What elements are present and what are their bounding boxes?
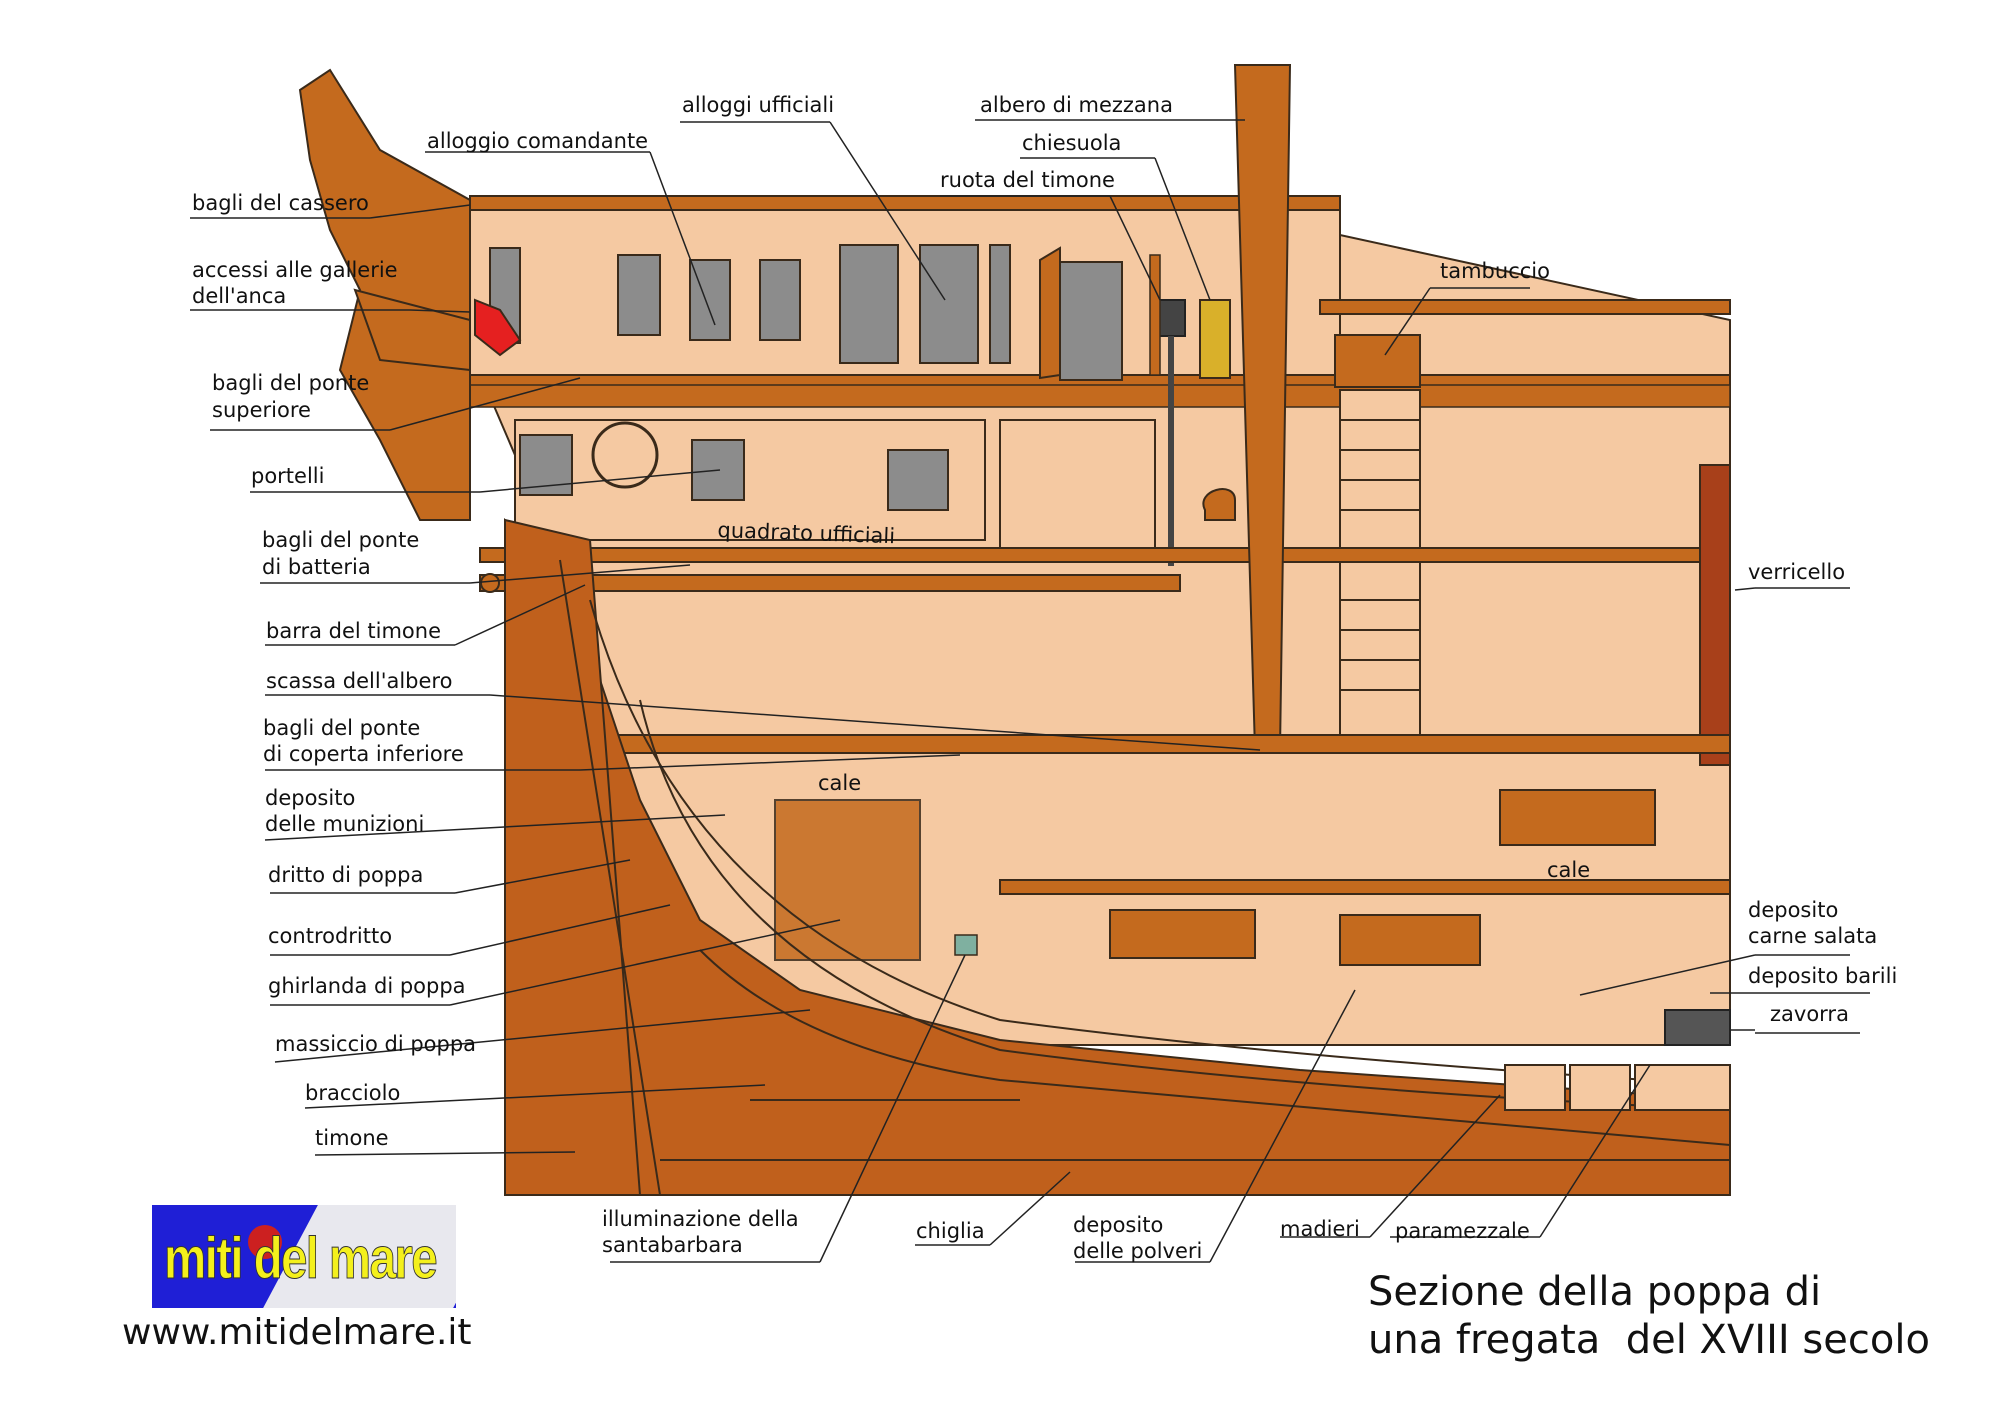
label-illuminazione-2: santabarbara <box>602 1233 743 1257</box>
label-accessi-gallerie-1: accessi alle gallerie <box>192 258 398 282</box>
diagram-title: Sezione della poppa di una fregata del X… <box>1368 1268 1930 1364</box>
label-bagli-ponte-batteria-2: di batteria <box>262 555 371 579</box>
deck-rail-top <box>469 195 1341 211</box>
label-cale-1: cale <box>818 771 862 795</box>
label-verricello: verricello <box>1748 560 1846 584</box>
upper-deck-floor <box>469 384 1731 408</box>
label-bagli-del-cassero: bagli del cassero <box>192 191 369 215</box>
label-deposito-barili: deposito barili <box>1748 964 1898 988</box>
wardroom-partition <box>999 419 1156 551</box>
ballast <box>1664 1009 1731 1046</box>
label-madieri: madieri <box>1280 1217 1360 1241</box>
powder-room-stair <box>774 799 921 961</box>
label-bracciolo: bracciolo <box>305 1081 401 1105</box>
label-controdritto: controdritto <box>268 924 393 948</box>
floor-timbers <box>1504 1064 1731 1111</box>
hold-shelf <box>1499 789 1656 846</box>
label-bagli-ponte-superiore-2: superiore <box>212 398 311 422</box>
label-deposito-polveri-2: delle polveri <box>1073 1239 1203 1263</box>
label-tambuccio: tambuccio <box>1440 259 1550 283</box>
label-scassa-albero: scassa dell'albero <box>266 669 453 693</box>
logo-text: miti del mare <box>164 1226 439 1292</box>
cabin-door <box>1059 261 1123 381</box>
label-deposito-carne-2: carne salata <box>1748 924 1878 948</box>
label-dritto-di-poppa: dritto di poppa <box>268 863 424 887</box>
companionway-hatch <box>1334 334 1421 388</box>
label-alloggi-ufficiali: alloggi ufficiali <box>682 93 835 117</box>
santabarbara-lamp <box>954 934 978 956</box>
label-bagli-coperta-inferiore-2: di coperta inferiore <box>263 742 464 766</box>
label-ghirlanda-di-poppa: ghirlanda di poppa <box>268 974 466 998</box>
label-portelli: portelli <box>251 464 325 488</box>
label-bagli-coperta-inferiore-1: bagli del ponte <box>263 716 421 740</box>
label-chiesuola: chiesuola <box>1022 131 1122 155</box>
label-bagli-ponte-superiore-1: bagli del ponte <box>212 371 370 395</box>
label-deposito-munizioni-1: deposito <box>265 786 356 810</box>
label-deposito-carne-1: deposito <box>1748 898 1839 922</box>
title-line-1: Sezione della poppa di <box>1368 1269 1822 1315</box>
label-timone: timone <box>315 1126 389 1150</box>
label-alloggio-comandante: alloggio comandante <box>427 129 649 153</box>
officers-cabin-wall <box>469 199 1341 381</box>
hold-floor <box>999 879 1731 895</box>
label-deposito-munizioni-2: delle munizioni <box>265 812 425 836</box>
cabin-window <box>617 254 661 336</box>
hold-bin <box>1109 909 1256 959</box>
quarterdeck-rail <box>1319 299 1731 315</box>
red-lamp-decoration <box>474 298 522 357</box>
label-cale-2: cale <box>1547 858 1591 882</box>
mast-step <box>1202 488 1236 521</box>
label-barra-del-timone: barra del timone <box>266 619 442 643</box>
leader-lines <box>190 119 1870 1263</box>
open-door <box>1039 246 1061 380</box>
helm-shaft <box>1168 336 1174 566</box>
hull-planks <box>559 559 1731 1196</box>
title-line-2: una fregata del XVIII secolo <box>1368 1317 1930 1363</box>
cabin-window <box>989 244 1011 364</box>
website-url[interactable]: www.mitidelmare.it <box>122 1312 472 1353</box>
label-accessi-gallerie-2: dell'anca <box>192 284 287 308</box>
cabin-window <box>839 244 899 364</box>
label-ruota-del-timone: ruota del timone <box>940 168 1115 192</box>
helm-wheel <box>591 421 659 489</box>
binnacle <box>1199 299 1231 379</box>
label-deposito-polveri-1: deposito <box>1073 1213 1164 1237</box>
capstan-winch <box>1699 464 1731 766</box>
label-paramezzale: paramezzale <box>1395 1219 1530 1243</box>
label-bagli-ponte-batteria-1: bagli del ponte <box>262 528 420 552</box>
label-zavorra: zavorra <box>1770 1002 1849 1026</box>
cabin-window <box>689 259 731 341</box>
label-massiccio-di-poppa: massiccio di poppa <box>275 1032 477 1056</box>
cabin-window <box>759 259 801 341</box>
rudder <box>504 518 642 1196</box>
ladder-rungs <box>1340 419 1420 691</box>
gun-deck-beam <box>479 547 1731 563</box>
miti-del-mare-logo: miti del mare <box>152 1205 456 1308</box>
helm-post <box>1149 254 1161 376</box>
port-lid <box>887 449 949 511</box>
label-chiglia: chiglia <box>916 1219 985 1243</box>
label-albero-di-mezzana: albero di mezzana <box>980 93 1173 117</box>
label-illuminazione-1: illuminazione della <box>602 1207 799 1231</box>
hold-bin <box>1339 914 1481 966</box>
logo-sun-icon <box>248 1225 282 1259</box>
lower-deck-beam <box>599 734 1731 754</box>
tiller-end <box>480 573 500 593</box>
cabin-window <box>919 244 979 364</box>
